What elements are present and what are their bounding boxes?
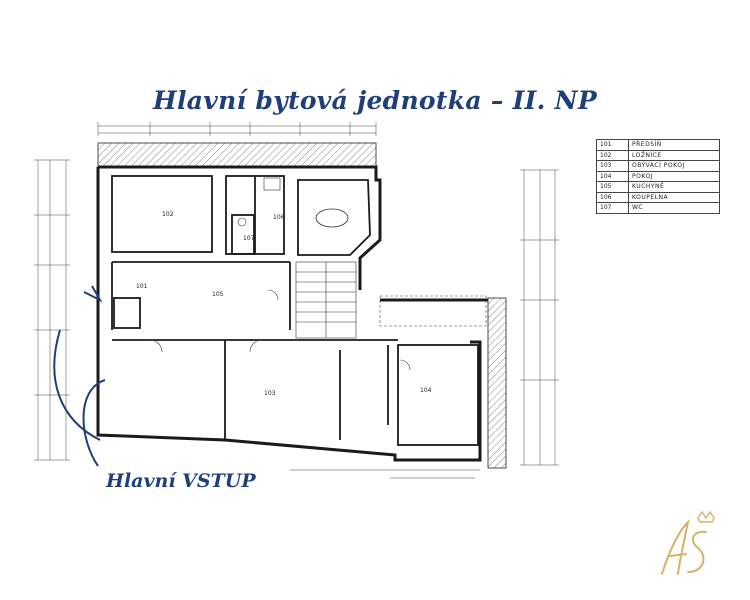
bathroom-fixture — [263, 177, 281, 191]
room-label-104: 104 — [420, 387, 432, 394]
monogram-logo-icon — [661, 510, 715, 575]
toilet — [237, 217, 247, 227]
room-label-103: 103 — [264, 390, 276, 397]
entrance-arrow-icon — [53, 285, 106, 467]
legend-room-number: 105 — [596, 181, 629, 193]
neighbor-building-top — [97, 142, 377, 168]
interior-walls — [111, 175, 479, 446]
legend-room-name: KUCHYNĚ — [628, 181, 720, 193]
legend-room-name: WC — [628, 202, 720, 214]
legend-room-name: PŘEDSÍŇ — [628, 139, 720, 151]
neighbor-building-right — [487, 297, 507, 469]
room-label-101: 101 — [136, 283, 148, 290]
room-label-105: 105 — [212, 291, 224, 298]
legend-room-name: KOUPELNA — [628, 191, 720, 203]
legend-room-number: 101 — [596, 139, 629, 151]
legend-room-number: 104 — [596, 170, 629, 182]
legend-room-number: 103 — [596, 160, 629, 172]
room-label-107: 107 — [243, 235, 255, 242]
legend-room-number: 107 — [596, 202, 629, 214]
dimension-lines — [37, 125, 556, 479]
bathtub — [315, 208, 349, 228]
legend-room-number: 106 — [596, 191, 629, 203]
exterior-walls — [96, 165, 488, 462]
legend-room-name: OBÝVACÍ POKOJ — [628, 160, 720, 172]
room-label-106: 106 — [273, 214, 285, 221]
entrance-label: Hlavní VSTUP — [106, 470, 256, 492]
room-label-102: 102 — [162, 211, 174, 218]
legend-room-name: LOŽNICE — [628, 149, 720, 161]
plan-title: Hlavní bytová jednotka – II. NP — [153, 86, 597, 115]
staircase — [295, 261, 357, 339]
door-swings — [149, 289, 411, 371]
balcony-outline — [379, 295, 487, 327]
legend-room-name: POKOJ — [628, 170, 720, 182]
legend-room-number: 102 — [596, 149, 629, 161]
dimension-ticks — [34, 122, 559, 466]
